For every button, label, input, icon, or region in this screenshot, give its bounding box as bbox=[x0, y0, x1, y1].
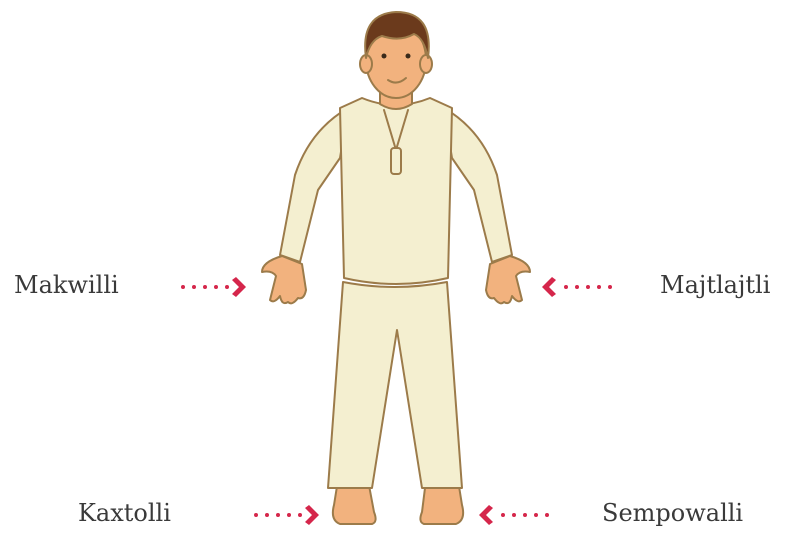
pointer-top-left bbox=[181, 277, 246, 297]
right-hand bbox=[486, 256, 530, 303]
left-hand bbox=[262, 256, 306, 303]
right-eye bbox=[406, 54, 411, 59]
pointer-bottom-left bbox=[254, 505, 319, 525]
label-sempowalli: Sempowalli bbox=[602, 501, 743, 525]
chevron-right-icon bbox=[232, 277, 246, 297]
right-sleeve bbox=[444, 108, 512, 262]
chevron-left-icon bbox=[542, 277, 556, 297]
left-eye bbox=[382, 54, 387, 59]
shirt bbox=[340, 98, 452, 284]
pants bbox=[328, 282, 462, 488]
chevron-right-icon bbox=[305, 505, 319, 525]
label-makwilli: Makwilli bbox=[14, 273, 119, 297]
pointer-bottom-right bbox=[479, 505, 549, 525]
chevron-left-icon bbox=[479, 505, 493, 525]
left-sleeve bbox=[280, 108, 348, 262]
right-ear bbox=[420, 55, 432, 73]
shirt-button bbox=[391, 148, 401, 174]
label-majtlajtli: Majtlajtli bbox=[660, 273, 770, 297]
pointer-top-right bbox=[542, 277, 612, 297]
body-figure bbox=[262, 12, 530, 524]
label-kaxtolli: Kaxtolli bbox=[78, 501, 171, 525]
